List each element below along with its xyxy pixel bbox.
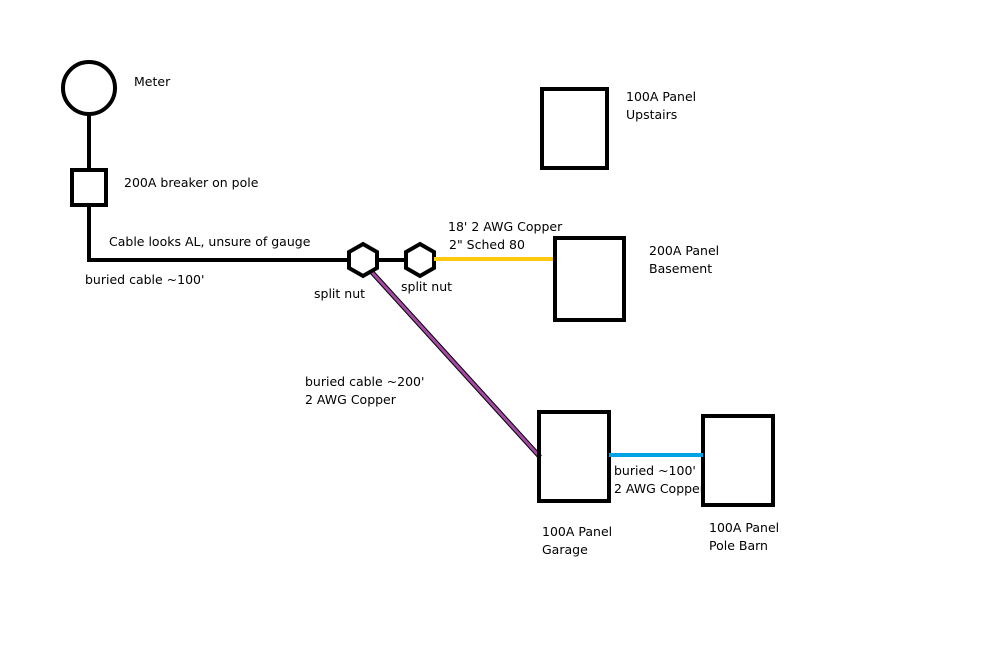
panel-polebarn-label-line2: Pole Barn bbox=[709, 538, 768, 553]
panel-upstairs-box bbox=[540, 87, 609, 170]
copper-run-label-line2: 2" Sched 80 bbox=[449, 237, 525, 252]
meter-symbol bbox=[61, 60, 117, 116]
panel-upstairs-label-line2: Upstairs bbox=[626, 107, 678, 122]
panel-garage-label-line2: Garage bbox=[542, 542, 588, 557]
split-nut-1-icon bbox=[347, 241, 379, 279]
panel-polebarn-label-line1: 100A Panel bbox=[709, 520, 780, 535]
panel-basement-label-line1: 200A Panel bbox=[649, 243, 720, 258]
breaker-label: 200A breaker on pole bbox=[124, 175, 259, 190]
panel-polebarn-box bbox=[701, 414, 775, 507]
buried-cable-200-label-line2: 2 AWG Copper bbox=[305, 392, 396, 407]
panel-upstairs-label-line1: 100A Panel bbox=[626, 89, 697, 104]
meter-label: Meter bbox=[134, 74, 171, 89]
cable-note-label: Cable looks AL, unsure of gauge bbox=[109, 234, 311, 249]
buried-cable-200-label-line1: buried cable ~200' bbox=[305, 374, 425, 389]
breaker-box bbox=[70, 168, 108, 207]
buried-garage-barn-label-line1: buried ~100' bbox=[614, 463, 696, 478]
panel-garage-label-line1: 100A Panel bbox=[542, 524, 613, 539]
split-nut-2-icon bbox=[404, 241, 436, 279]
panel-basement-box bbox=[553, 236, 626, 322]
split-nut-1-label: split nut bbox=[314, 286, 366, 301]
split-nut-2-label: split nut bbox=[401, 279, 453, 294]
buried-garage-barn-label-line2: 2 AWG Copper bbox=[614, 481, 705, 496]
panel-basement-label-line2: Basement bbox=[649, 261, 713, 276]
buried-cable-100-label: buried cable ~100' bbox=[85, 272, 205, 287]
panel-garage-box bbox=[537, 410, 611, 503]
copper-run-label-line1: 18' 2 AWG Copper bbox=[448, 219, 563, 234]
